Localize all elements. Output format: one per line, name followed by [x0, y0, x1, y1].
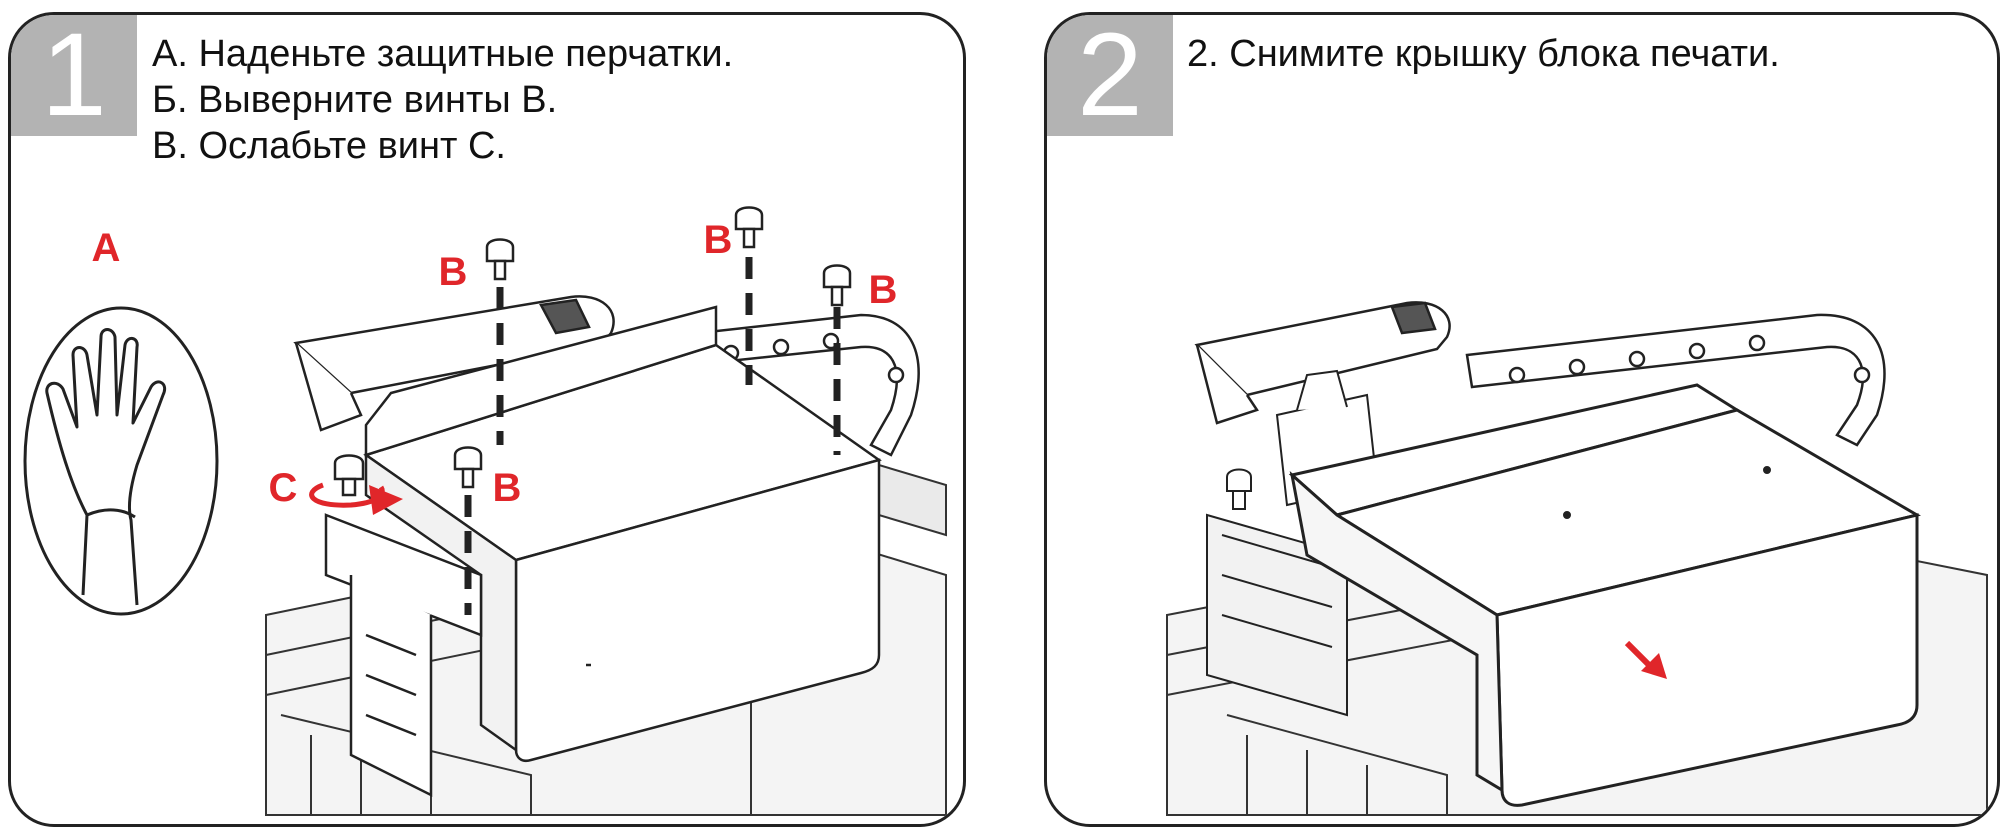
step-1-panel: 1 А. Наденьте защитные перчатки. Б. Выве…: [8, 12, 966, 827]
screw-icon: [333, 206, 852, 497]
step-2-instructions: 2. Снимите крышку блока печати.: [1187, 31, 1780, 77]
instruction-line: Б. Выверните винты B.: [152, 79, 558, 121]
instruction-line: В. Ослабьте винт C.: [152, 125, 506, 167]
step-1-instructions: А. Наденьте защитные перчатки. Б. Выверн…: [152, 31, 733, 169]
step-number-badge: 2: [1047, 15, 1173, 136]
step-number-badge: 1: [11, 15, 137, 136]
cable-chain: [1465, 313, 1886, 447]
instruction-line: 2. Снимите крышку блока печати.: [1187, 33, 1780, 75]
left-bracket: [324, 513, 483, 798]
screw-b-group: [333, 206, 852, 615]
print-head-cover: [1288, 383, 1921, 807]
instruction-line: А. Наденьте защитные перчатки.: [152, 33, 734, 75]
screw-b-label: B: [869, 268, 898, 312]
glove-label: A: [92, 226, 121, 270]
remove-direction-arrow-icon: [1624, 640, 1667, 679]
glove-illustration: [23, 306, 219, 616]
print-head-cover: [363, 305, 882, 762]
step-1-illustration: A: [23, 206, 947, 816]
screw-b-label: B: [704, 218, 733, 262]
screw-b-label: B: [439, 250, 468, 294]
rotate-arrow-icon: [309, 482, 403, 515]
print-head-tray: [1194, 301, 1451, 425]
screw-c-label: C: [269, 466, 298, 510]
step-2-panel: 2 2. Снимите крышку блока печати.: [1044, 12, 2000, 827]
step-2-illustration: [1166, 301, 1988, 816]
screw-b-label: B: [493, 466, 522, 510]
